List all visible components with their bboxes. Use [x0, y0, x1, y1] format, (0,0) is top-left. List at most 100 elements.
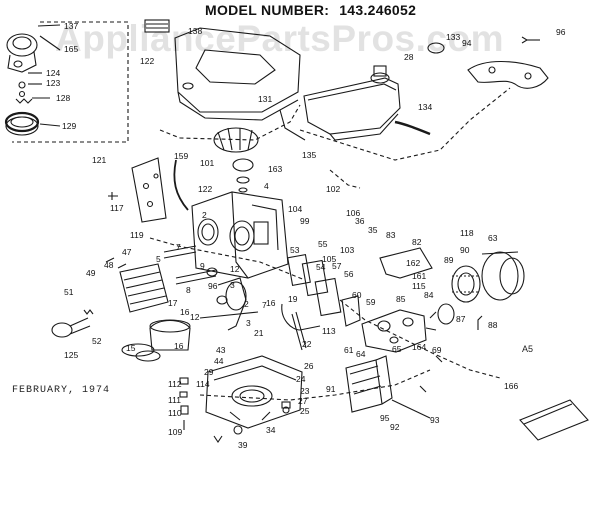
dipstick-tube	[291, 311, 307, 351]
part-label-21: 21	[254, 328, 264, 338]
bracket-82	[379, 247, 433, 279]
part-label-36: 36	[355, 216, 365, 226]
part-label-161: 161	[412, 271, 426, 281]
part-label-12: 12	[230, 264, 240, 274]
part-label-114: 114	[196, 379, 210, 389]
part-label-22: 22	[302, 339, 312, 349]
model-number-label: MODEL NUMBER:	[205, 2, 330, 18]
breather-assembly	[281, 254, 361, 331]
part-label-28: 28	[404, 52, 414, 62]
part-label-138: 138	[188, 26, 202, 36]
part-label-59: 59	[366, 297, 376, 307]
part-label-61: 61	[344, 345, 354, 355]
part-label-44: 44	[214, 356, 224, 366]
carburetor-assembly	[361, 309, 437, 353]
part-label-65: 65	[392, 344, 402, 354]
part-label-49: 49	[86, 268, 96, 278]
part-label-52: 52	[92, 336, 102, 346]
part-label-2: 2	[244, 299, 249, 309]
cable-159	[173, 159, 189, 211]
part-label-56: 56	[344, 269, 354, 279]
part-label-63: 63	[488, 233, 498, 243]
part-label-8: 8	[186, 285, 191, 295]
diagram-title: MODEL NUMBER:143.246052	[205, 2, 426, 18]
part-label-3: 3	[246, 318, 251, 328]
crankshaft	[199, 277, 259, 331]
part-label-121: 121	[92, 155, 106, 165]
page-code: A5	[522, 344, 534, 354]
starter-pulley-89	[451, 265, 481, 303]
part-label-124: 124	[46, 68, 60, 78]
oil-sump-base	[205, 355, 303, 429]
part-label-93: 93	[430, 415, 440, 425]
piston-connecting-rod	[121, 319, 191, 362]
part-label-89: 89	[444, 255, 454, 265]
part-label-111: 111	[168, 395, 181, 405]
part-label-163: 163	[268, 164, 282, 174]
muffler-95	[345, 355, 393, 413]
part-label-83: 83	[386, 230, 396, 240]
air-cleaner-cover	[6, 33, 38, 73]
part-label-69: 69	[432, 345, 442, 355]
part-label-84: 84	[424, 290, 434, 300]
part-label-112: 112	[168, 379, 182, 389]
part-label-106: 106	[346, 208, 360, 218]
shroud-dashed-outline	[149, 87, 511, 401]
part-label-125: 125	[64, 350, 78, 360]
part-label-115: 115	[412, 281, 426, 291]
part-label-165: 165	[64, 44, 78, 54]
part-label-17: 17	[168, 298, 178, 308]
blower-housing	[144, 19, 301, 121]
part-label-101: 101	[200, 158, 214, 168]
drain-screws-109-112	[179, 377, 243, 443]
part-label-9: 9	[200, 261, 205, 271]
part-label-7: 7	[176, 242, 181, 252]
part-label-103: 103	[340, 245, 354, 255]
part-label-166: 166	[504, 381, 518, 391]
part-label-35: 35	[368, 225, 378, 235]
part-label-25: 25	[300, 406, 310, 416]
air-cleaner-filter	[4, 111, 40, 136]
part-label-48: 48	[104, 260, 114, 270]
part-label-117: 117	[110, 203, 124, 213]
part-label-104: 104	[288, 204, 302, 214]
part-label-137: 137	[64, 21, 78, 31]
part-label-122: 122	[140, 56, 154, 66]
part-label-4: 4	[264, 181, 269, 191]
part-label-16: 16	[180, 307, 190, 317]
part-label-85: 85	[396, 294, 406, 304]
part-label-16: 16	[174, 341, 184, 351]
part-label-82: 82	[412, 237, 422, 247]
part-label-92: 92	[390, 422, 400, 432]
screw-96	[521, 36, 540, 44]
part-label-19: 19	[288, 294, 298, 304]
air-cleaner-dashed-box	[12, 21, 129, 143]
part-label-23: 23	[300, 386, 310, 396]
revision-date: FEBRUARY, 1974	[12, 385, 111, 396]
part-label-99: 99	[300, 216, 310, 226]
part-label-133: 133	[446, 32, 460, 42]
part-label-122: 122	[198, 184, 212, 194]
spring-87	[437, 303, 455, 325]
part-label-51: 51	[64, 287, 74, 297]
starter-cup-90	[481, 251, 525, 301]
bolt-93	[391, 399, 431, 419]
part-label-96: 96	[208, 281, 218, 291]
part-label-131: 131	[258, 94, 272, 104]
part-label-134: 134	[418, 102, 432, 112]
part-label-55: 55	[318, 239, 328, 249]
part-label-60: 60	[352, 290, 362, 300]
part-label-87: 87	[456, 314, 466, 324]
part-label-24: 24	[296, 374, 306, 384]
fuel-line-134	[394, 120, 431, 136]
part-label-34: 34	[266, 425, 276, 435]
part-label-57: 57	[332, 261, 342, 271]
owners-manual-166	[519, 399, 589, 441]
part-label-39: 39	[238, 440, 248, 450]
part-label-3: 3	[230, 280, 235, 290]
guard-94	[467, 61, 549, 89]
part-label-43: 43	[216, 345, 226, 355]
part-label-64: 64	[356, 349, 366, 359]
part-label-26: 26	[304, 361, 314, 371]
